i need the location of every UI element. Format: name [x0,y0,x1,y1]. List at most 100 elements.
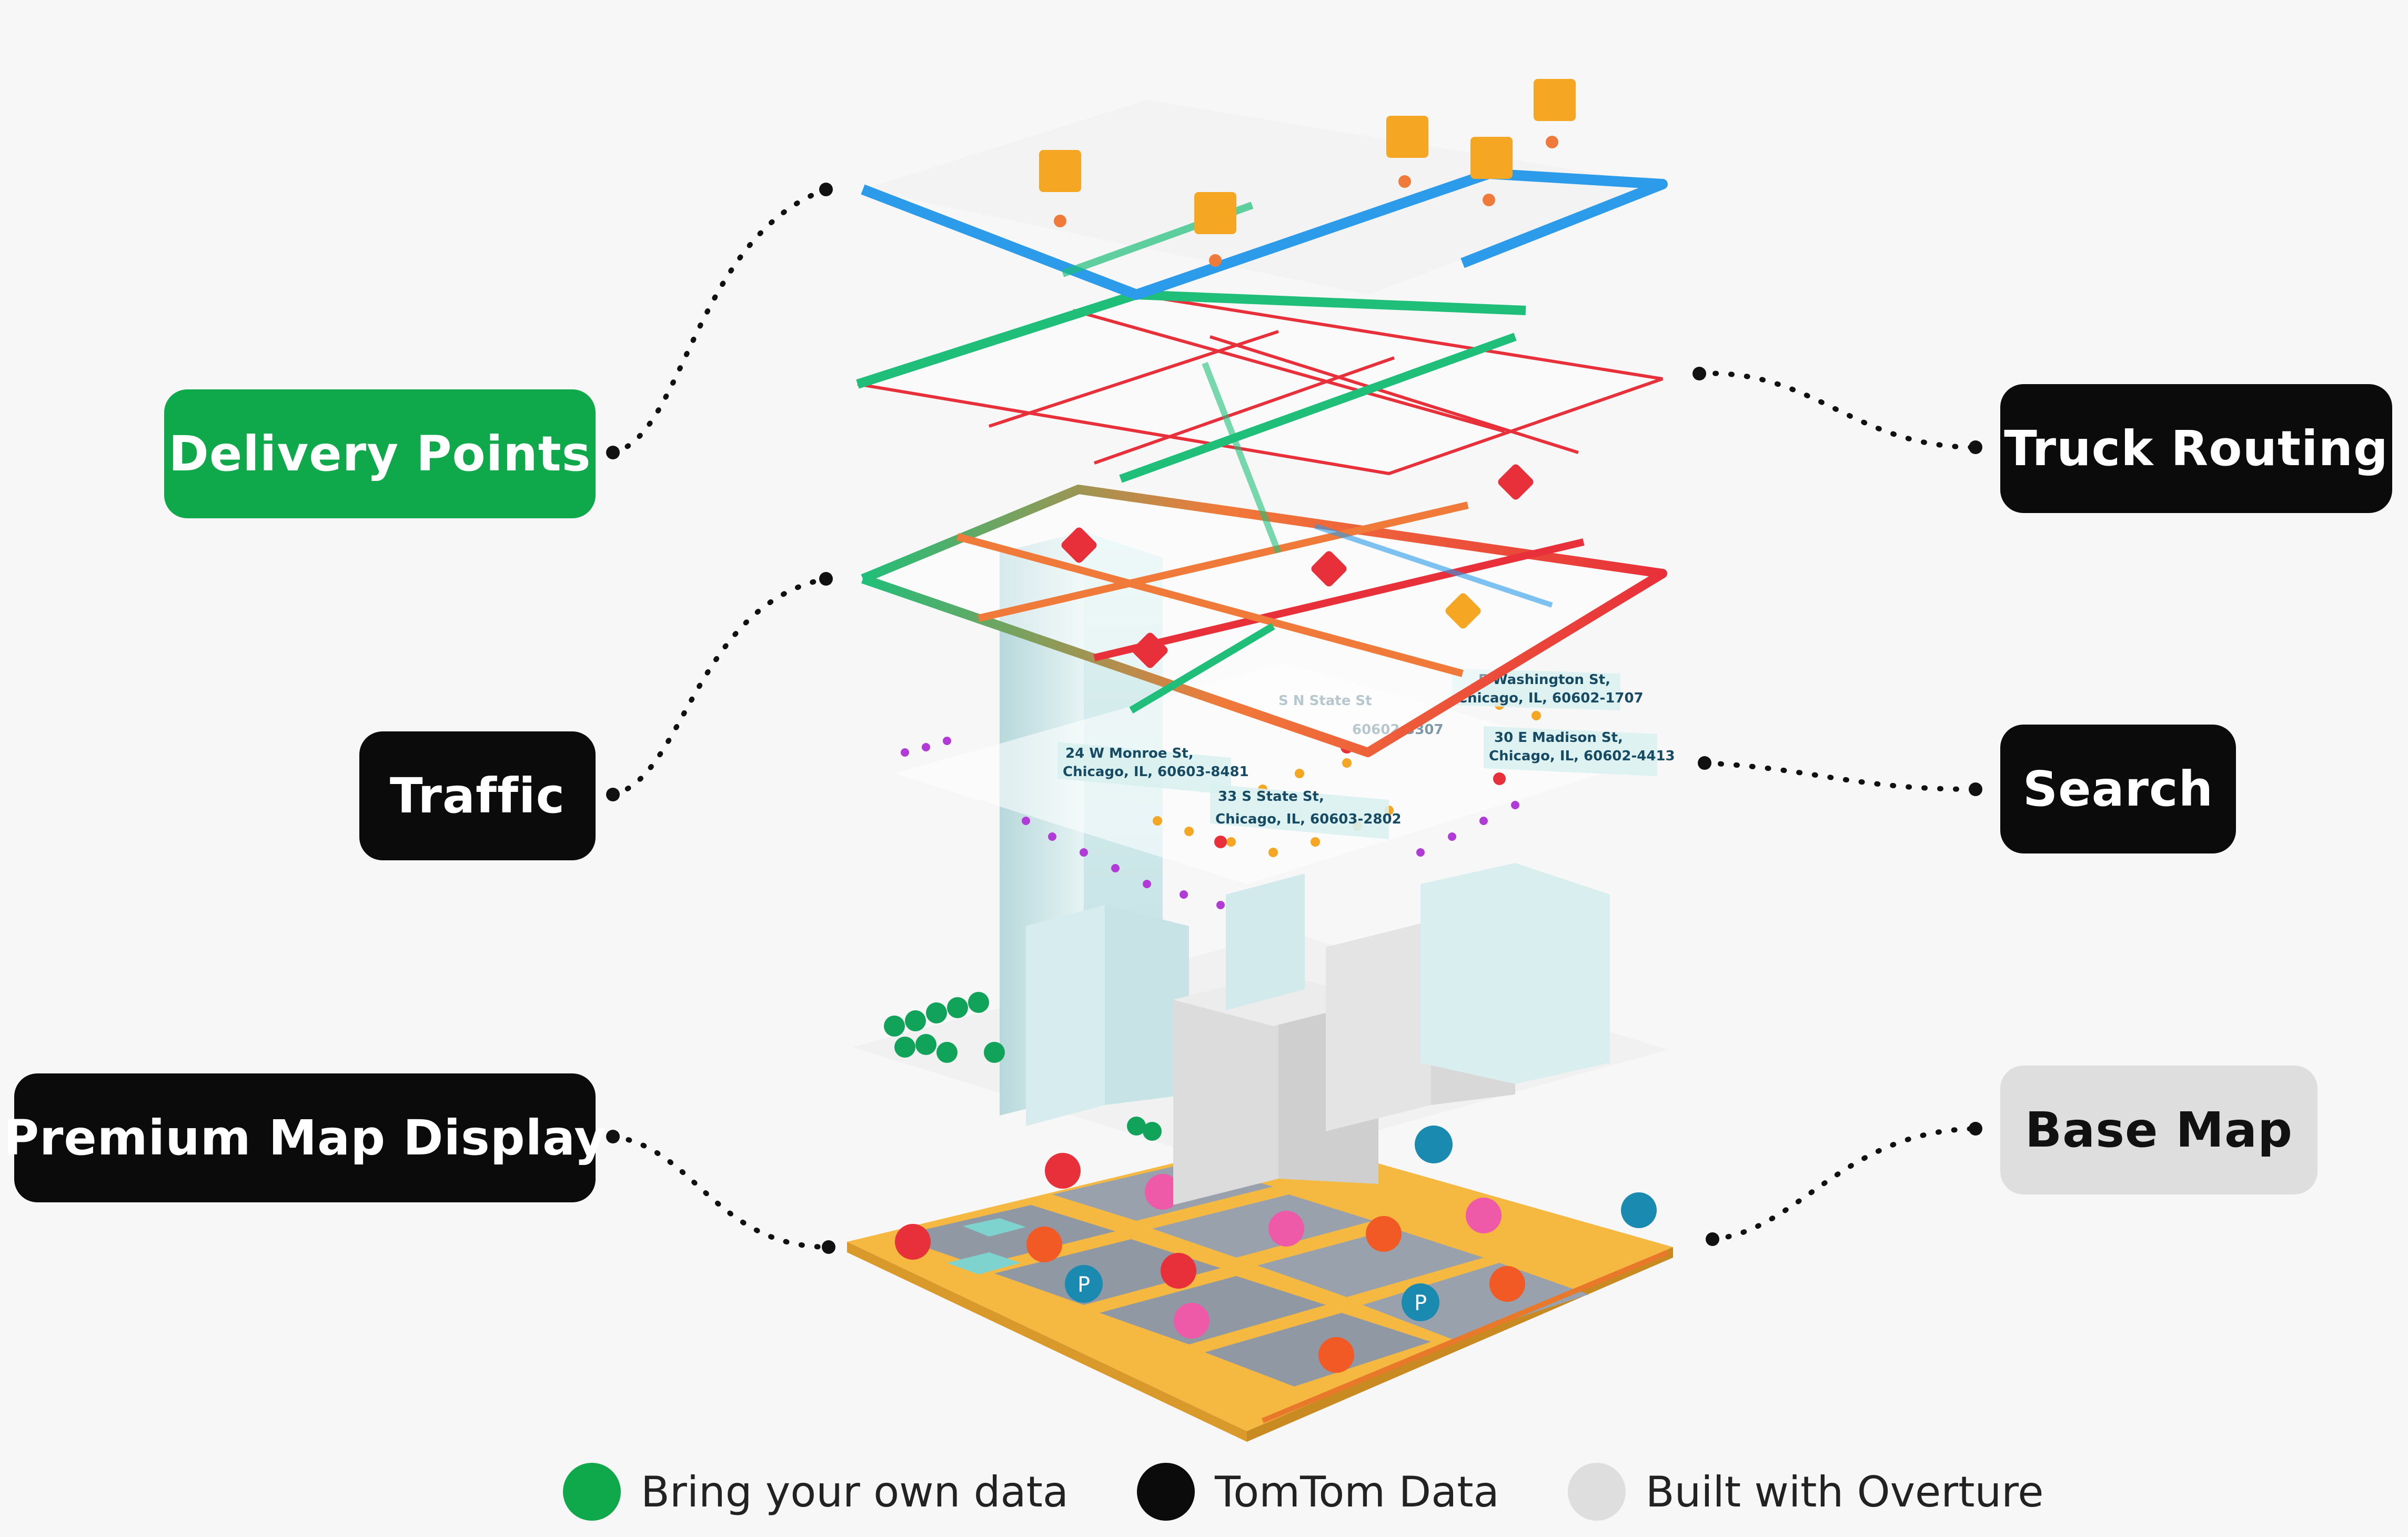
legend-item: Built with Overture [1567,1463,2044,1521]
package-icon [1470,137,1513,206]
legend-label: Bring your own data [641,1467,1069,1516]
address-callout: 33 S State St, Chicago, IL, 60603-2802 [1210,784,1402,839]
parking-icon-letter: P [1077,1273,1090,1297]
mail-icon [895,1224,931,1260]
address-line: Chicago, IL, 60603-2802 [1215,811,1402,827]
traffic-incident-icon [1061,527,1097,563]
label-search: Search [2000,725,2236,853]
legend-swatch [1136,1463,1195,1521]
fuel-icon [1621,1192,1657,1228]
main-road [1262,1250,1669,1423]
traffic-incident-icon [1445,593,1481,629]
shopping-bag-icon [1466,1198,1502,1233]
city-block [1205,1313,1431,1387]
routing-road [989,330,1279,428]
search-layer: E Washington St, Chicago, IL, 60602-1707… [894,663,1675,909]
address-line: 30 E Madison St, [1494,730,1623,746]
truck-route [1202,361,1282,554]
shopping-bag-icon [1174,1303,1210,1339]
connector-endpoints [606,183,1982,1254]
address-line: 24 W Monroe St, [1065,746,1194,761]
city-block [994,1239,1221,1305]
traffic-incident-icon [1311,551,1347,587]
label-truck-routing: Truck Routing [2000,384,2392,513]
legend-label: Built with Overture [1645,1467,2044,1516]
label-delivery-points: Delivery Points [164,389,596,518]
hotel-icon [1161,1253,1196,1289]
connector-search [1702,760,1978,792]
shopping-bag-icon [1268,1211,1304,1247]
label-premium-map-display: Premium Map Display [4,1073,606,1202]
connectors [610,187,1978,1250]
parking-icon-letter: P [1414,1291,1427,1315]
trees [884,992,1162,1141]
restaurant-icon [1026,1227,1062,1262]
routing-plate [858,295,1663,474]
traffic-incident-icon [1498,464,1534,500]
traffic-incident-icon [1132,632,1168,668]
park-block [963,1218,1026,1237]
restaurant-icon [1366,1216,1402,1252]
poi-pins: P P [895,1126,1657,1373]
routing-road [1094,356,1395,465]
connector-base-map [1710,1126,1978,1242]
package-icon [1534,79,1576,148]
building [1226,873,1305,1010]
address-line: 33 S State St, [1218,789,1324,805]
traffic-layer [861,464,1667,757]
traffic-road [1314,524,1553,608]
traffic-road-outline [861,485,1667,757]
building [1026,905,1105,1126]
city-block [1100,1276,1326,1344]
address-line: Chicago, IL, 60603-8481 [1063,764,1249,780]
parking-icon [1065,1265,1103,1303]
delivery-points-layer [861,79,1668,300]
legend-label: TomTom Data [1214,1467,1499,1516]
legend-swatch [563,1463,621,1521]
connector-truck-routing [1697,370,1978,450]
label-traffic: Traffic [359,731,596,860]
package-icon [1386,116,1428,188]
restaurant-icon [1318,1337,1354,1373]
connector-delivery-points [610,187,829,455]
building [1326,921,1431,1131]
building [1420,863,1610,1084]
city-block [1152,1194,1373,1258]
traffic-road [1093,538,1585,661]
legend-swatch [1567,1463,1626,1521]
city-block [1257,1229,1484,1297]
truck-routing-layer [856,290,1663,554]
city-block [894,1205,1115,1265]
park-block [947,1252,1021,1274]
package-icon [1194,192,1236,267]
routing-road [1210,335,1579,454]
connector-premium-map-display [610,1134,831,1250]
connector-traffic [610,576,829,797]
traffic-road [956,533,1464,677]
address-line: S N State St [1278,693,1372,709]
routing-road [1073,309,1505,433]
shopping-bag-icon [1145,1174,1181,1210]
traffic-road [978,501,1469,622]
address-callout: 24 W Monroe St, Chicago, IL, 60603-8481 [1057,742,1249,795]
address-line: Chicago, IL, 60602-1707 [1457,690,1644,706]
legend-item: TomTom Data [1136,1463,1499,1521]
base-map-edge-shadow [847,1242,1247,1442]
legend: Bring your own data TomTom Data Built wi… [563,1458,2112,1526]
traffic-road [1129,622,1275,714]
building [1173,973,1278,1205]
parking-icon [1415,1126,1453,1163]
parking-icon [1402,1283,1439,1321]
base-map-layer: P P [847,1126,1673,1442]
address-callout: 30 E Madison St, Chicago, IL, 60602-4413 [1484,726,1675,776]
truck-route [1119,333,1517,483]
buildings-layer [852,531,1668,1205]
address-callout: S N State St 60602-3307 [1278,693,1444,738]
restaurant-icon [1489,1266,1525,1302]
delivery-plate [863,100,1663,295]
hotel-icon [1045,1153,1081,1189]
package-icon [1039,150,1081,227]
legend-item: Bring your own data [563,1463,1069,1521]
